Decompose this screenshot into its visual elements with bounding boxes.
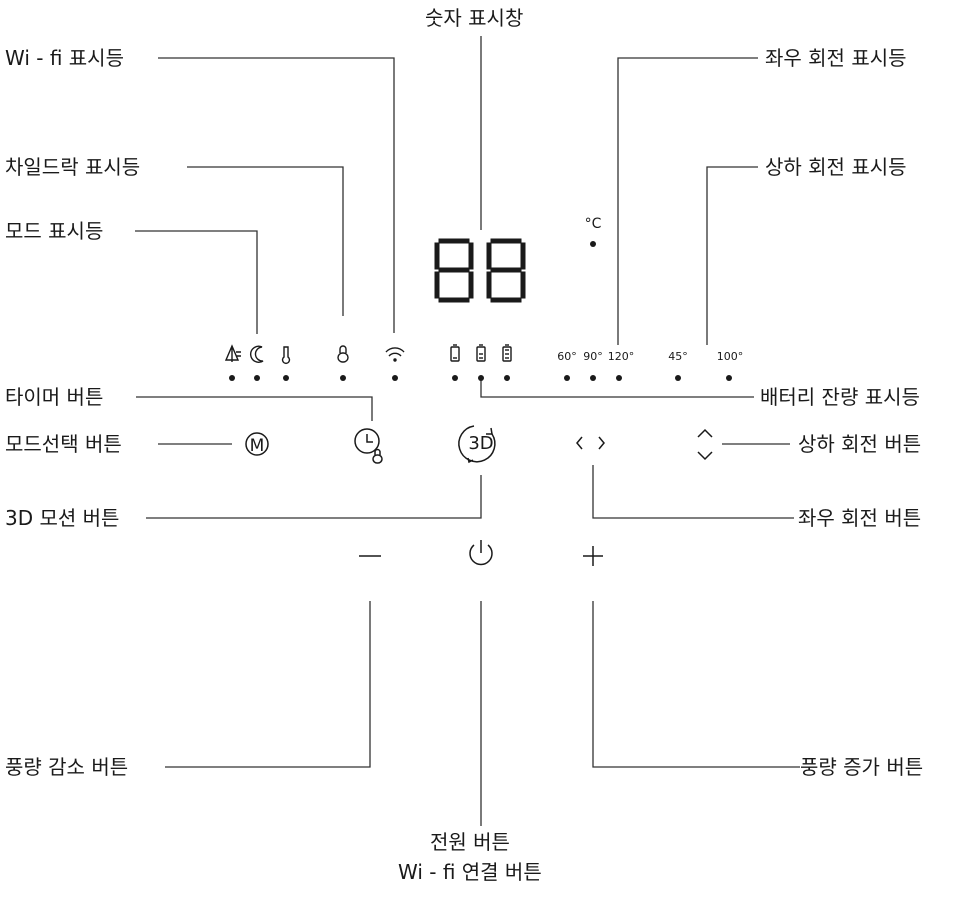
label-timer-button: 타이머 버튼 (5, 385, 104, 409)
horizontal-angle-label: 120° (608, 350, 635, 363)
label-wifi-connect-button: Wi - fi 연결 버튼 (398, 860, 542, 884)
angle-labels: 60° 90° 120° 45° 100° (557, 350, 743, 363)
clock-icon (354, 428, 380, 454)
moon-icon (249, 345, 264, 363)
label-battery-indicator: 배터리 잔량 표시등 (760, 385, 920, 409)
leader-lr-indicator (617, 57, 758, 345)
leader-mode-indicator (135, 230, 258, 334)
horizontal-angle-label: 90° (583, 350, 603, 363)
label-wifi-indicator: Wi - fi 표시등 (5, 46, 124, 70)
rotate-arrow-top (486, 427, 493, 435)
lock-icon (337, 345, 349, 363)
label-fan-down-button: 풍량 감소 버튼 (5, 755, 129, 779)
tree-icon (224, 344, 241, 362)
leader-fan-down (165, 601, 371, 768)
mode-button-glyph: M (250, 436, 265, 456)
label-3d-motion-button: 3D 모션 버튼 (5, 506, 120, 530)
label-mode-indicator: 모드 표시등 (5, 219, 104, 243)
mode-button-ring (245, 432, 269, 456)
vertical-angle-label: 45° (668, 350, 688, 363)
leader-3d-button (146, 475, 482, 519)
left-right-chevron-icon (576, 436, 605, 450)
clock-lock-icon (372, 448, 383, 464)
battery-low-icon (450, 344, 460, 362)
wifi-icon (385, 347, 405, 362)
motion-3d-glyph: 3D (468, 433, 493, 454)
leader-fan-up (592, 601, 800, 768)
leader-lr-button (592, 465, 794, 519)
power-icon (469, 540, 493, 566)
leader-childlock-indicator (187, 166, 344, 316)
leader-wifi-indicator (158, 57, 395, 333)
horizontal-angle-label: 60° (557, 350, 577, 363)
label-mode-select-button: 모드선택 버튼 (5, 432, 122, 456)
label-childlock-indicator: 차일드락 표시등 (5, 155, 141, 179)
celsius-dot (590, 241, 596, 247)
thermometer-icon (281, 346, 291, 365)
seven-segment-display (434, 238, 526, 303)
label-lr-rotation-indicator: 좌우 회전 표시등 (765, 46, 907, 70)
label-lr-rotation-button: 좌우 회전 버튼 (798, 506, 922, 530)
celsius-label: °C (585, 216, 602, 232)
rotate-arrow-bottom (467, 457, 474, 464)
label-number-display: 숫자 표시창 (425, 6, 524, 30)
leader-timer-button (136, 396, 373, 421)
up-down-chevron-icon (697, 428, 713, 461)
battery-mid-icon (476, 344, 486, 362)
label-ud-rotation-indicator: 상하 회전 표시등 (765, 155, 907, 179)
indicator-dots (229, 375, 732, 381)
rotate-3d-icon (458, 425, 496, 463)
leader-battery (480, 378, 754, 398)
leader-ud-indicator (706, 166, 758, 345)
vertical-angle-label: 100° (717, 350, 744, 363)
plus-icon (583, 546, 603, 566)
label-fan-up-button: 풍량 증가 버튼 (800, 755, 924, 779)
battery-full-icon (502, 344, 512, 362)
label-ud-rotation-button: 상하 회전 버튼 (798, 432, 922, 456)
label-power-button: 전원 버튼 (430, 830, 510, 854)
